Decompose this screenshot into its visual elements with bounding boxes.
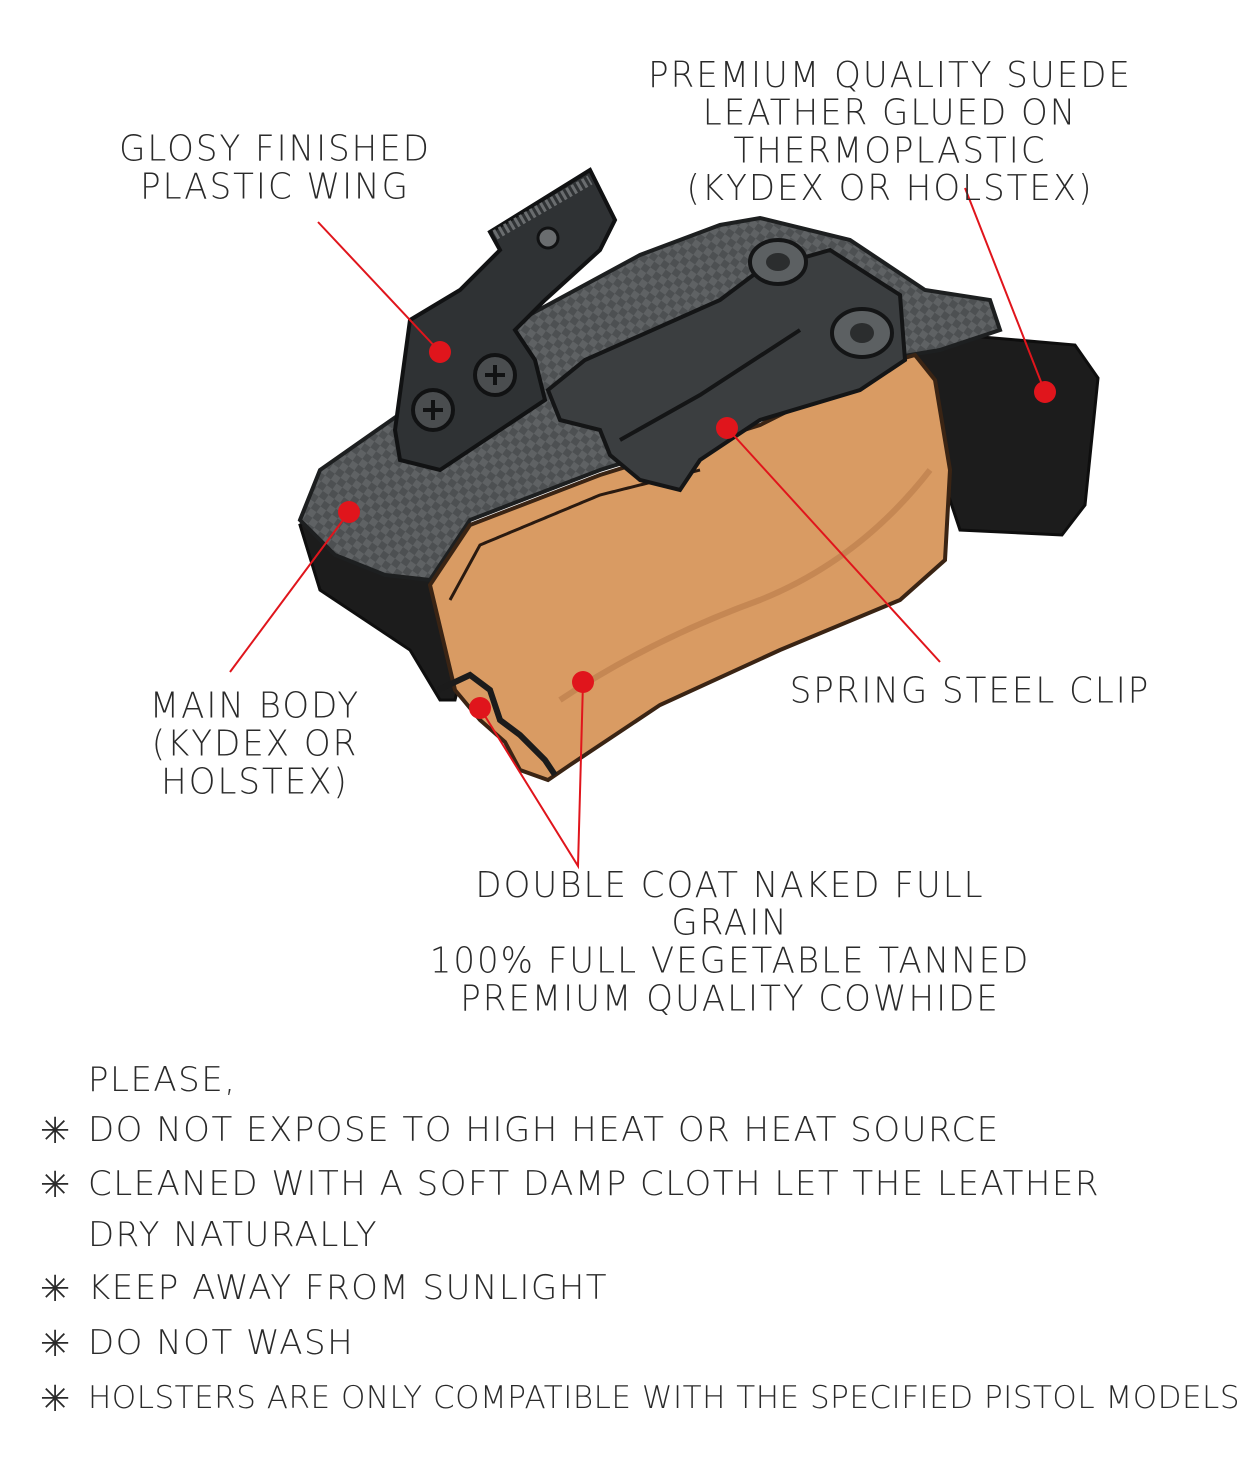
leather-muzzle-edge <box>436 671 558 777</box>
leather-shade <box>558 468 933 703</box>
line-clip <box>726 427 941 663</box>
dot-clip <box>716 417 738 439</box>
line-suede <box>964 187 1046 393</box>
dot-suede <box>1034 381 1056 403</box>
label-cowhide: DOUBLE COAT NAKED FULL GRAIN 100% FULL V… <box>429 864 1031 1020</box>
callout-dots <box>338 341 1056 719</box>
bullet-icon: ✳ <box>40 1379 71 1420</box>
line-wing <box>317 221 441 353</box>
care-item-heat: DO NOT EXPOSE TO HIGH HEAT OR HEAT SOURC… <box>88 1110 1000 1150</box>
leather-sleeve <box>427 352 953 783</box>
wing-grip <box>492 175 593 240</box>
bullet-icon: ✳ <box>40 1324 71 1365</box>
care-item-clean: CLEANED WITH A SOFT DAMP CLOTH LET THE L… <box>88 1164 1101 1204</box>
care-item-clean-cont: DRY NATURALLY <box>88 1215 379 1255</box>
line-cowhide <box>479 681 584 870</box>
label-suede-leather: PREMIUM QUALITY SUEDE LEATHER GLUED ON T… <box>648 54 1132 210</box>
label-spring-steel-clip: SPRING STEEL CLIP <box>789 670 1151 712</box>
bullet-icon: ✳ <box>40 1269 71 1310</box>
bullet-icon: ✳ <box>40 1111 71 1152</box>
line-main-body <box>229 511 350 673</box>
care-item-compatible: HOLSTERS ARE ONLY COMPATIBLE WITH THE SP… <box>88 1380 1240 1416</box>
plastic-wing <box>392 167 618 473</box>
care-item-sunlight: KEEP AWAY FROM SUNLIGHT <box>88 1268 609 1308</box>
label-plastic-wing: GLOSY FINISHED PLASTIC WING <box>119 128 431 208</box>
bullet-icon: ✳ <box>40 1165 71 1206</box>
care-item-wash: DO NOT WASH <box>88 1323 355 1363</box>
label-main-body: MAIN BODY (KYDEX OR HOLSTEX) <box>149 685 361 803</box>
dot-cowhide-edge <box>469 697 491 719</box>
clip-slot <box>619 328 802 442</box>
callout-lines <box>229 187 1046 870</box>
dot-main-body <box>338 501 360 523</box>
dot-wing <box>429 341 451 363</box>
dot-cowhide-face <box>572 671 594 693</box>
wing-screw-top <box>536 226 560 250</box>
care-heading: PLEASE, <box>88 1060 237 1100</box>
